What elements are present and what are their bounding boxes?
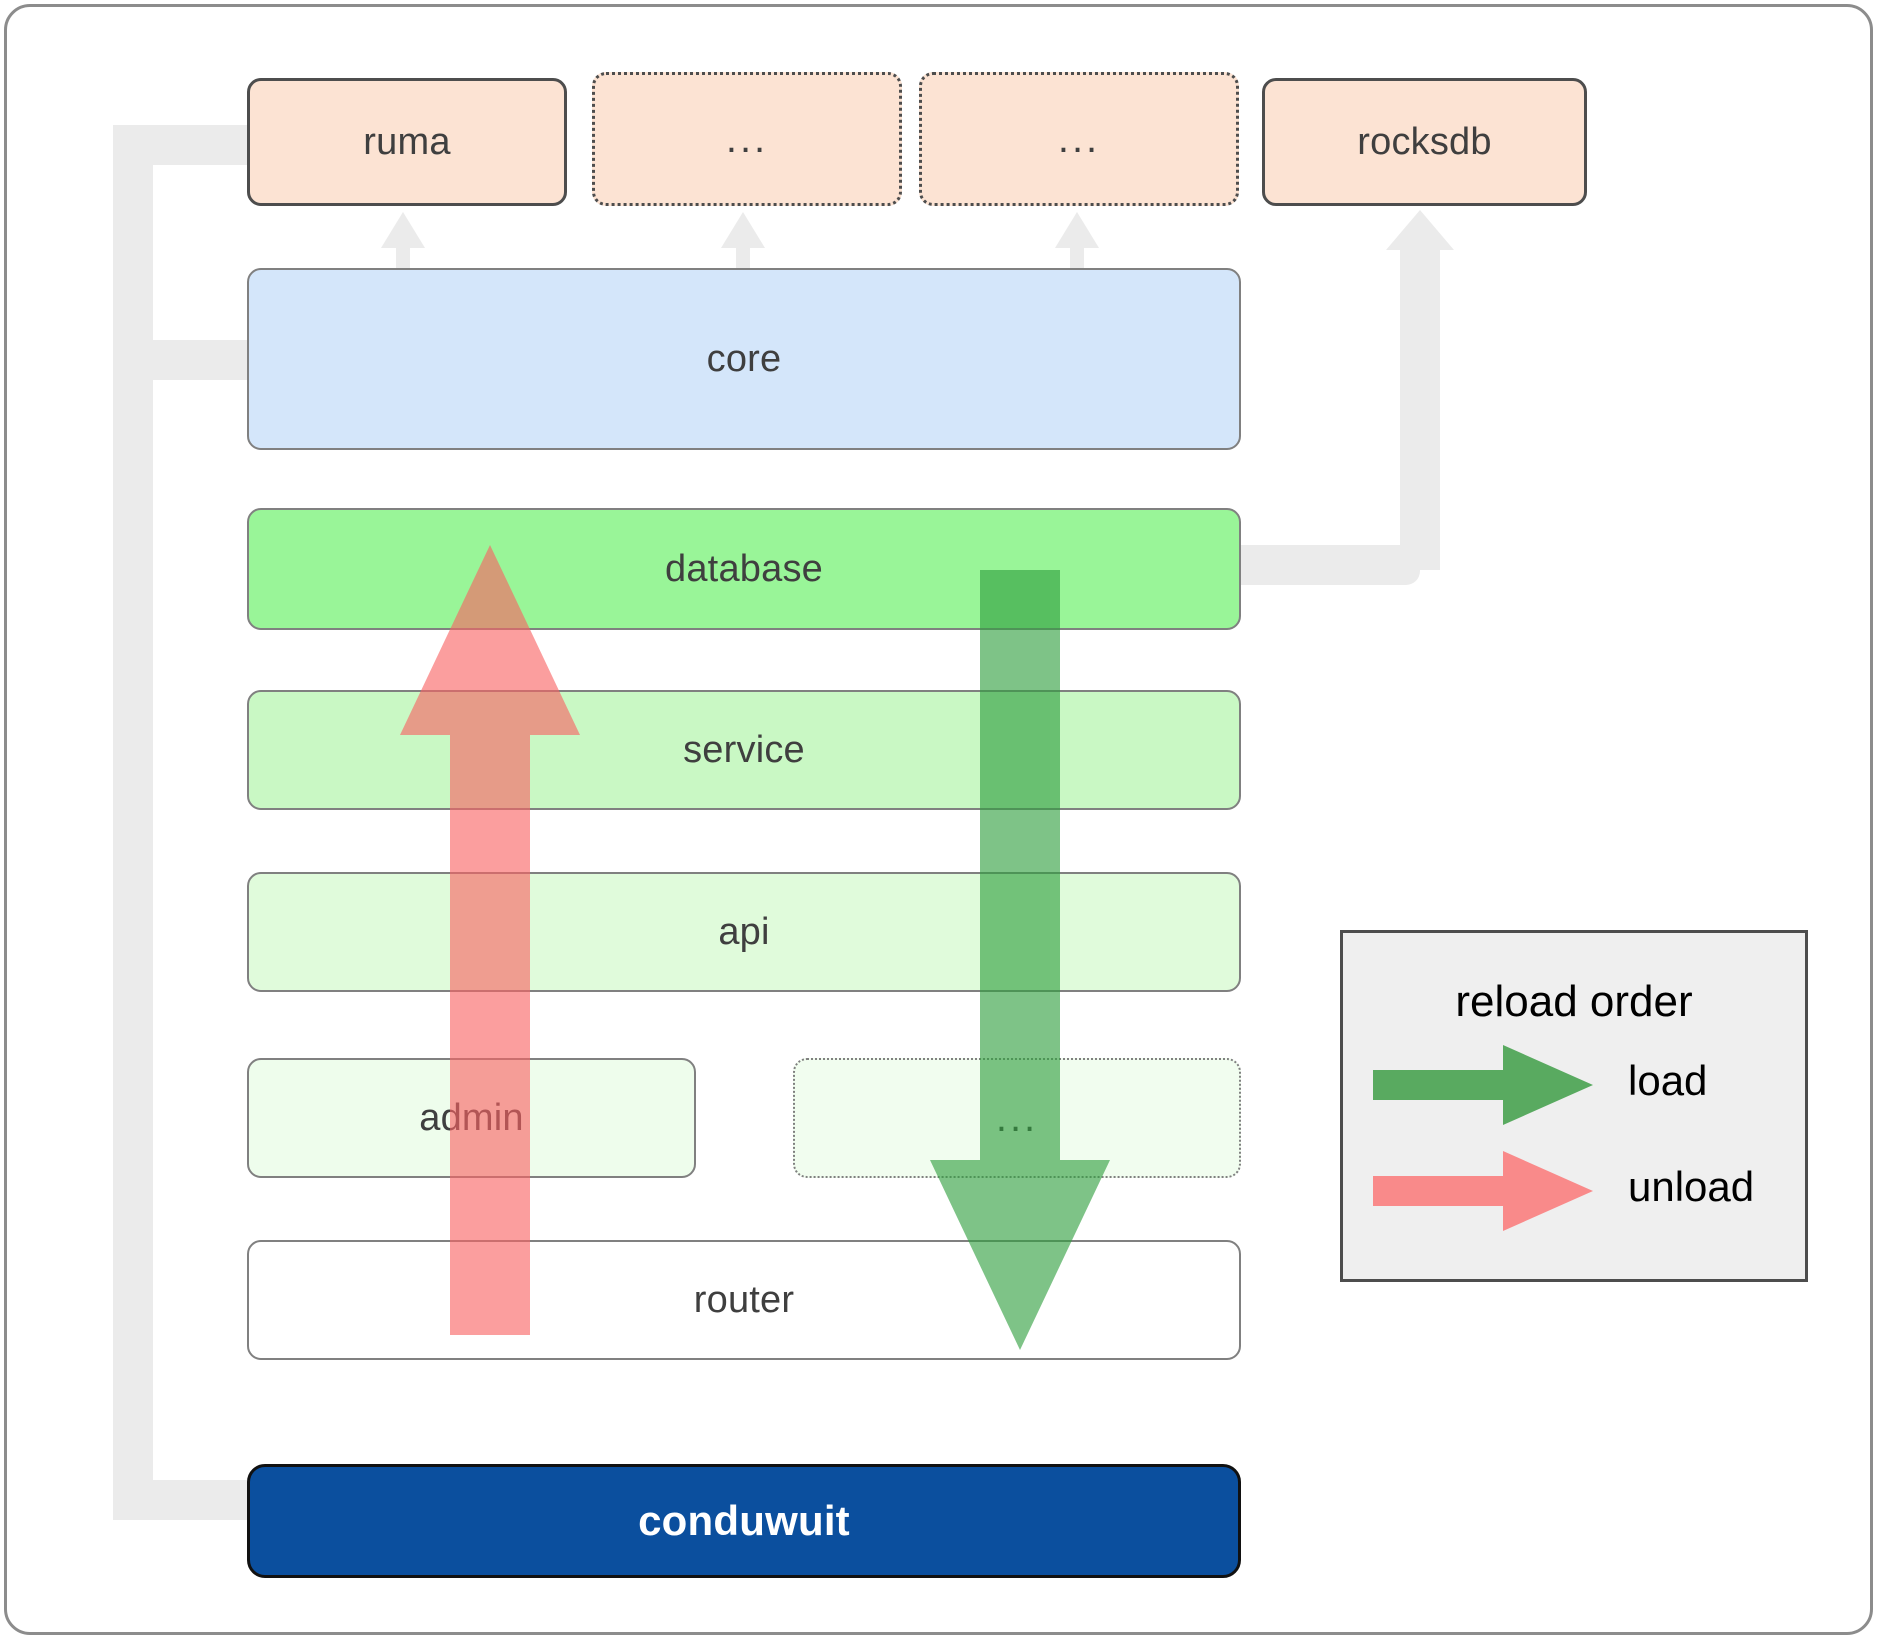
node-ruma[interactable]: ruma [247,78,567,206]
node-database-label: database [665,547,823,590]
node-api-label: api [718,910,770,953]
unload-arrow [390,545,590,1335]
load-arrow [920,570,1120,1350]
node-dependency-ellipsis-2[interactable]: ... [919,72,1239,206]
connector-db-to-rocksdb-horizontal [1230,545,1420,585]
connector-core-to-ellipsis2-arrowhead [1055,212,1099,248]
node-conduwuit-label: conduwuit [638,1497,850,1544]
node-conduwuit[interactable]: conduwuit [247,1464,1241,1578]
node-service-label: service [683,728,805,771]
legend-load-arrow-icon [1373,1045,1593,1130]
node-rocksdb-label: rocksdb [1357,120,1492,163]
node-api[interactable]: api [247,872,1241,992]
node-dependency-ellipsis-1[interactable]: ... [592,72,902,206]
connector-bottom-to-app [113,1480,253,1520]
connector-core-to-ellipsis1-arrowhead [721,212,765,248]
node-core-label: core [706,337,782,380]
legend-title: reload order [1455,977,1693,1026]
connector-core-to-ruma-arrowhead [381,212,425,248]
legend-load-label: load [1628,1057,1708,1104]
connector-left-spine [113,125,153,1520]
node-ruma-label: ruma [363,120,451,163]
connector-db-to-rocksdb-vertical [1400,250,1440,570]
legend-unload-arrow-icon [1373,1151,1593,1236]
node-router-label: router [693,1278,795,1321]
legend-unload-label: unload [1628,1163,1755,1210]
node-rocksdb[interactable]: rocksdb [1262,78,1587,206]
connector-arrowhead-rocksdb [1386,210,1454,250]
node-dependency-ellipsis-1-label: ... [725,117,769,161]
legend-panel: reload order load unload [1340,930,1808,1282]
node-core[interactable]: core [247,268,1241,450]
node-router[interactable]: router [247,1240,1241,1360]
node-dependency-ellipsis-2-label: ... [1057,117,1101,161]
node-database[interactable]: database [247,508,1241,630]
